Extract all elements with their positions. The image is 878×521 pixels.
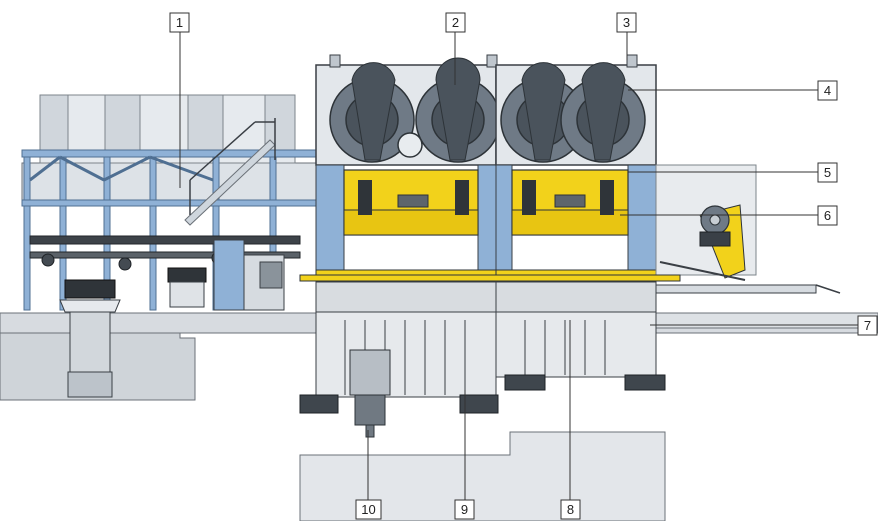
callout-6: 6	[817, 205, 838, 226]
callout-9-label: 9	[461, 502, 468, 517]
callout-10-label: 10	[361, 502, 375, 517]
callout-2-label: 2	[452, 15, 459, 30]
callout-1-label: 1	[176, 15, 183, 30]
callout-1: 1	[169, 12, 190, 33]
leader-lines	[179, 32, 858, 500]
callout-5: 5	[817, 162, 838, 183]
transfer-bar	[299, 274, 681, 282]
callout-9: 9	[454, 499, 475, 520]
unload-station	[655, 164, 841, 294]
callout-3-label: 3	[623, 15, 630, 30]
callout-5-label: 5	[824, 165, 831, 180]
press-left	[299, 54, 501, 438]
callout-6-label: 6	[824, 208, 831, 223]
callout-8: 8	[560, 499, 581, 520]
callout-7-label: 7	[864, 318, 871, 333]
coil-feeder-line	[21, 94, 319, 398]
callout-7: 7	[857, 315, 878, 336]
callout-10: 10	[355, 499, 382, 520]
press-right	[495, 54, 666, 391]
callout-2: 2	[445, 12, 466, 33]
callout-3: 3	[616, 12, 637, 33]
callout-4-label: 4	[824, 83, 831, 98]
callout-8-label: 8	[567, 502, 574, 517]
callout-4: 4	[817, 80, 838, 101]
